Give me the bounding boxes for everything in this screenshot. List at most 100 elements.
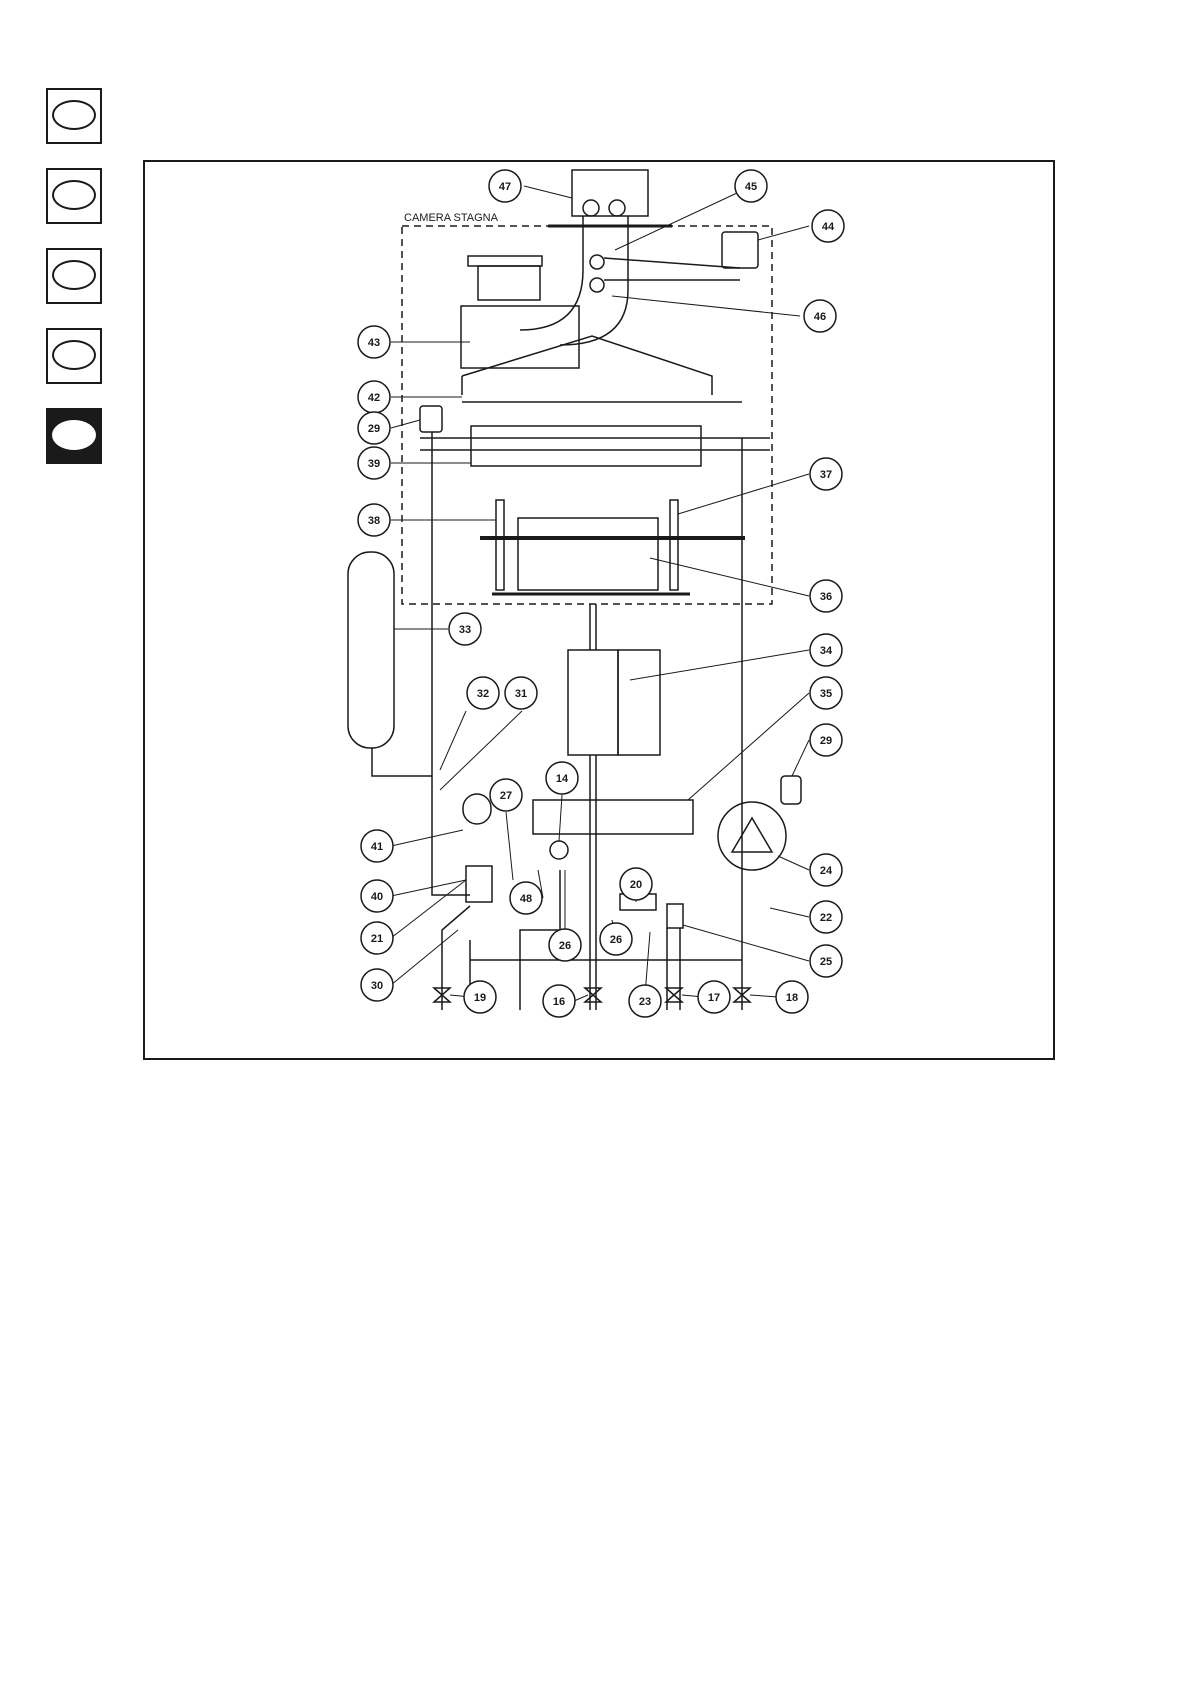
- callout-number: 35: [820, 688, 832, 700]
- callout-circle: [809, 900, 843, 934]
- callout-circle: [360, 879, 394, 913]
- callout-circle: [360, 921, 394, 955]
- callout-number: 25: [820, 956, 832, 968]
- callout-number: 41: [371, 841, 383, 853]
- boiler-schematic-frame: [143, 160, 1055, 1060]
- fan-body: [460, 305, 580, 369]
- pressure-tubes: [603, 257, 741, 281]
- callout-number: 36: [820, 591, 832, 603]
- callout-number: 21: [371, 933, 383, 945]
- flue-screw-icon: [608, 199, 626, 217]
- callout-circle: [466, 676, 500, 710]
- callout-number: 33: [459, 624, 471, 636]
- callout-circle: [809, 676, 843, 710]
- callout-number: 30: [371, 980, 383, 992]
- valve-18-icon: [732, 987, 752, 1003]
- expansion-vessel: [347, 551, 395, 749]
- callout-number: 26: [559, 940, 571, 952]
- callout-number: 22: [820, 912, 832, 924]
- callout-circle: [734, 169, 768, 203]
- gas-pipe-upper: [589, 604, 597, 650]
- callout-circle: [545, 761, 579, 795]
- callout-number: 31: [515, 688, 527, 700]
- language-oval-icon: [52, 340, 96, 370]
- callout-circle: [357, 411, 391, 445]
- callout-number: 17: [708, 992, 720, 1004]
- callout-number: 44: [822, 221, 835, 233]
- pipe-connection-17: [666, 928, 681, 1010]
- fume-hood: [461, 335, 713, 395]
- callout-number: 29: [820, 735, 832, 747]
- expansion-vessel-pipe: [371, 748, 432, 777]
- gas-pipe-lower: [589, 755, 597, 1010]
- pipe-connection-19: [441, 905, 471, 1010]
- language-tab-3[interactable]: [46, 248, 102, 304]
- dhw-valve: [666, 903, 684, 929]
- callout-circle: [488, 169, 522, 203]
- callout-number: 46: [814, 311, 826, 323]
- callout-circle: [463, 980, 497, 1014]
- callout-circle: [599, 922, 633, 956]
- callout-number: 23: [639, 996, 651, 1008]
- callout-number: 20: [630, 879, 642, 891]
- callout-circle: [811, 209, 845, 243]
- callout-number: 48: [520, 893, 532, 905]
- circulation-pump: [717, 801, 787, 871]
- callout-number: 26: [610, 934, 622, 946]
- flame-detection-electrode: [669, 499, 679, 591]
- language-tab-1[interactable]: [46, 88, 102, 144]
- valve-16-icon: [583, 987, 603, 1003]
- callout-number: 40: [371, 891, 383, 903]
- gas-valve-coil: [617, 649, 661, 756]
- callout-leaders: [390, 185, 810, 1002]
- callout-circle: [448, 612, 482, 646]
- language-tab-4[interactable]: [46, 328, 102, 384]
- callout-number: 29: [368, 423, 380, 435]
- callout-number: 27: [500, 790, 512, 802]
- pipe-left-return: [431, 432, 470, 896]
- callout-number: 47: [499, 181, 511, 193]
- callout-circle: [509, 881, 543, 915]
- flue-outlet: [571, 169, 649, 217]
- callout-circle: [619, 867, 653, 901]
- callout-number: 14: [556, 773, 569, 785]
- language-oval-icon: [52, 180, 96, 210]
- callout-circle: [809, 723, 843, 757]
- callout-circle: [697, 980, 731, 1014]
- language-tab-2[interactable]: [46, 168, 102, 224]
- language-tab-5-active[interactable]: [46, 408, 102, 464]
- chamber-label: CAMERA STAGNA: [404, 212, 499, 224]
- pressure-port-icon: [589, 254, 605, 270]
- callout-circle: [489, 778, 523, 812]
- pump-air-vent: [780, 775, 802, 805]
- callout-number: 18: [786, 992, 798, 1004]
- callout-circle: [809, 633, 843, 667]
- callout-circle: [809, 853, 843, 887]
- callout-circle: [548, 928, 582, 962]
- callout-circle: [775, 980, 809, 1014]
- callout-circle: [357, 325, 391, 359]
- callout-circle: [809, 944, 843, 978]
- language-oval-icon: [52, 420, 96, 450]
- flue-screw-icon: [582, 199, 600, 217]
- callout-number: 42: [368, 392, 380, 404]
- ignition-electrode: [495, 499, 505, 591]
- callout-number: 37: [820, 469, 832, 481]
- callout-number: 38: [368, 515, 380, 527]
- callout-circle: [357, 503, 391, 537]
- callout-number: 45: [745, 181, 757, 193]
- pressure-port-icon: [589, 277, 605, 293]
- callout-number: 34: [820, 645, 833, 657]
- callout-circle: [360, 829, 394, 863]
- valve-17-icon: [664, 987, 684, 1003]
- callout-number: 16: [553, 996, 565, 1008]
- plate-heat-exchanger: [532, 799, 694, 835]
- callout-circle: [803, 299, 837, 333]
- diverter-valve: [465, 865, 493, 903]
- burner-assembly: [517, 517, 659, 591]
- callout-number: 43: [368, 337, 380, 349]
- pump-triangle-icon: [730, 816, 774, 853]
- callout-circle: [504, 676, 538, 710]
